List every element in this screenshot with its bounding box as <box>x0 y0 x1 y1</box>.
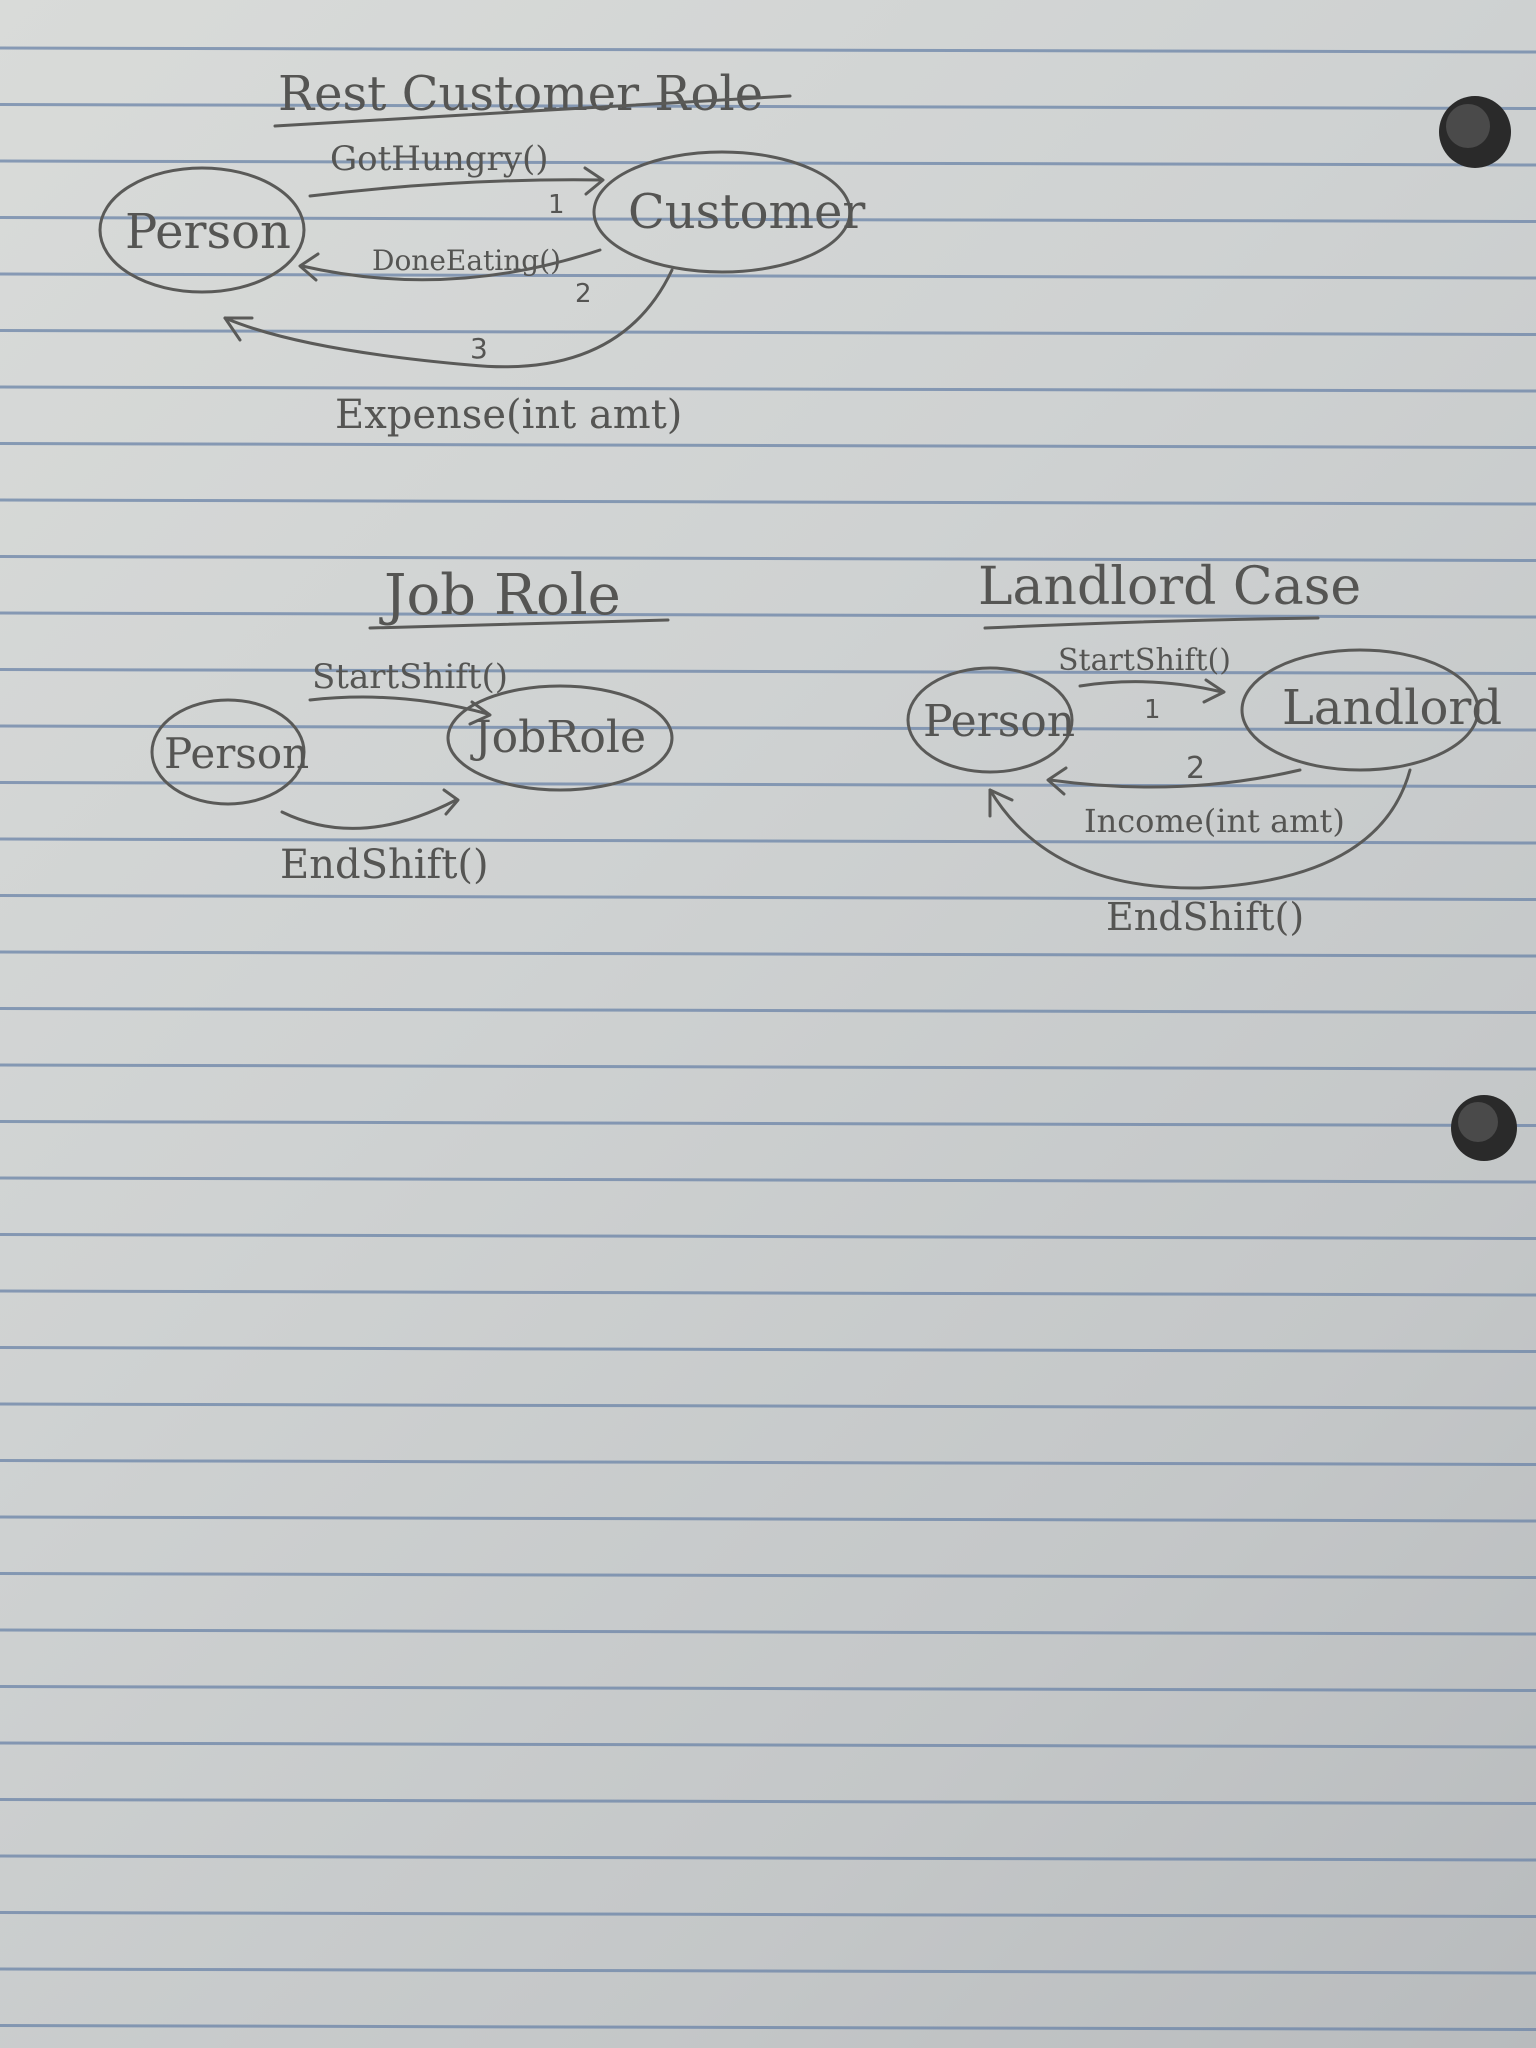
person-node-rest-label: Person <box>125 204 291 260</box>
gothungry-arrow <box>308 178 604 198</box>
rest-customer-diagram: Rest Customer Role Person Customer GotHu… <box>98 66 865 438</box>
ruled-line <box>0 1402 1536 1410</box>
expense-arrow <box>223 268 674 369</box>
jobrole-node-label: JobRole <box>470 712 646 763</box>
gothungry-label: GotHungry() <box>330 139 549 179</box>
ruled-line <box>0 385 1536 393</box>
endshift-label-landlord: EndShift() <box>1106 895 1304 939</box>
landlord-edge1-number: 1 <box>1144 695 1161 725</box>
income-arrow <box>1048 768 1302 789</box>
ruled-line <box>0 2024 1536 2031</box>
landlord-case-diagram: Landlord Case StartShift() Person Landlo… <box>906 557 1502 939</box>
endshift-arrow-job <box>280 798 458 830</box>
income-label: Income(int amt) <box>1084 802 1345 840</box>
ruled-line <box>0 1628 1536 1636</box>
startshift-label-landlord: StartShift() <box>1058 643 1231 678</box>
ruled-line <box>0 950 1536 958</box>
edge3-number: 3 <box>470 332 488 365</box>
landlord-case-title-underline <box>983 616 1320 630</box>
ruled-line <box>0 1967 1536 1975</box>
ruled-line <box>0 555 1536 562</box>
ruled-line <box>0 1007 1536 1014</box>
ruled-line <box>0 668 1536 675</box>
endshift-arrow-landlord <box>988 768 1412 890</box>
ruled-line <box>0 216 1536 223</box>
ruled-line <box>0 1459 1536 1466</box>
ruled-line <box>0 1911 1536 1918</box>
person-node-rest <box>98 166 306 294</box>
ruled-line <box>0 1741 1536 1749</box>
ruled-line <box>0 103 1536 110</box>
customer-node-label: Customer <box>628 184 865 240</box>
job-role-title-underline <box>368 618 670 630</box>
person-node-landlord-label: Person <box>923 696 1075 747</box>
landlord-edge2-number: 2 <box>1186 751 1205 786</box>
customer-node <box>592 150 852 274</box>
ruled-line <box>0 611 1536 619</box>
endshift-label-job: EndShift() <box>280 842 489 888</box>
ruled-line <box>0 1346 1536 1353</box>
doneeating-label: DoneEating() <box>372 244 561 277</box>
landlord-case-title: Landlord Case <box>978 557 1361 617</box>
ruled-line <box>0 442 1536 449</box>
ruled-line <box>0 1063 1536 1071</box>
ruled-line <box>0 1233 1536 1240</box>
ruled-line <box>0 837 1536 845</box>
startshift-arrow-landlord <box>1078 680 1224 694</box>
ruled-line <box>0 894 1536 901</box>
landlord-node-label: Landlord <box>1282 680 1502 736</box>
ruled-line <box>0 1289 1536 1297</box>
ruled-line <box>0 1120 1536 1127</box>
ruled-line <box>0 46 1536 54</box>
ruled-line <box>0 1854 1536 1862</box>
doneeating-arrow <box>300 248 602 282</box>
ruled-line <box>0 1176 1536 1184</box>
expense-label: Expense(int amt) <box>335 392 682 438</box>
rest-customer-title-underline <box>273 94 792 128</box>
ruled-line <box>0 724 1536 732</box>
ruled-line <box>0 159 1536 167</box>
person-node-job <box>150 698 306 806</box>
edge2-number: 2 <box>575 279 592 309</box>
person-node-landlord <box>906 666 1074 774</box>
startshift-label-job: StartShift() <box>312 657 508 697</box>
landlord-node <box>1240 648 1480 772</box>
ruled-line <box>0 1572 1536 1579</box>
job-role-diagram: Job Role StartShift() Person JobRole End… <box>150 563 674 888</box>
job-role-title: Job Role <box>379 563 621 628</box>
person-node-job-label: Person <box>164 729 309 778</box>
ruled-line <box>0 1798 1536 1805</box>
rest-customer-title: Rest Customer Role <box>278 66 763 122</box>
ruled-line <box>0 781 1536 788</box>
ruled-line <box>0 272 1536 280</box>
ruled-line <box>0 1685 1536 1692</box>
jobrole-node <box>446 684 674 792</box>
edge1-number: 1 <box>548 190 565 220</box>
ruled-line <box>0 329 1536 336</box>
ruled-line <box>0 1515 1536 1523</box>
ruled-line <box>0 498 1536 506</box>
